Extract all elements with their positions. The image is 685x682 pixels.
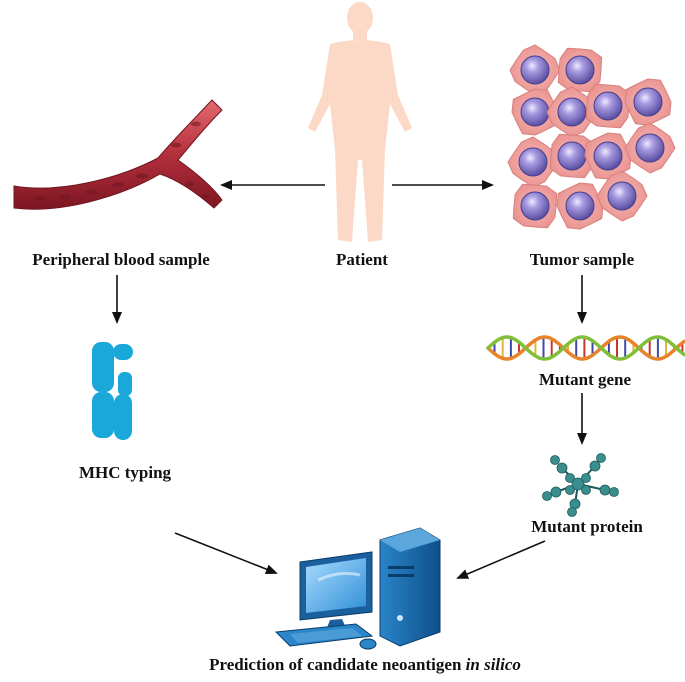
label-mutant-protein: Mutant protein	[531, 517, 643, 536]
human-body-icon	[308, 2, 412, 242]
label-mutant-gene: Mutant gene	[538, 370, 632, 389]
tumor-cell	[585, 83, 631, 129]
tumor-cell	[507, 136, 559, 188]
tumor-cell	[546, 86, 598, 138]
tumor-cell	[511, 88, 559, 136]
dna-helix-icon	[486, 335, 685, 361]
tumor-cell	[512, 183, 558, 229]
label-prediction-italic: in silico	[465, 655, 521, 674]
tumor-cells-icon	[507, 44, 676, 230]
label-prediction: Prediction of candidate neoantigen in si…	[150, 655, 580, 675]
arrow-protein-to-computer	[456, 540, 546, 579]
arrow-mhc-to-computer	[174, 532, 278, 574]
tumor-cell	[624, 122, 676, 174]
blood-vessel-icon	[13, 99, 223, 210]
tumor-cell	[549, 133, 595, 179]
mhc-molecule-icon	[92, 342, 133, 440]
workflow-arrows	[112, 180, 587, 579]
tumor-cell	[509, 44, 561, 96]
label-tumor: Tumor sample	[529, 250, 635, 269]
label-peripheral-blood: Peripheral blood sample	[32, 250, 210, 269]
computer-icon	[274, 527, 441, 650]
label-prediction-main: Prediction of candidate neoantigen	[209, 655, 466, 674]
label-mhc-typing: MHC typing	[78, 463, 172, 482]
label-patient: Patient	[336, 250, 388, 269]
tumor-cell	[556, 182, 604, 230]
tumor-cell	[624, 78, 672, 126]
tumor-cell	[596, 170, 648, 222]
tumor-cell	[557, 47, 603, 93]
protein-molecule-icon	[542, 453, 619, 517]
